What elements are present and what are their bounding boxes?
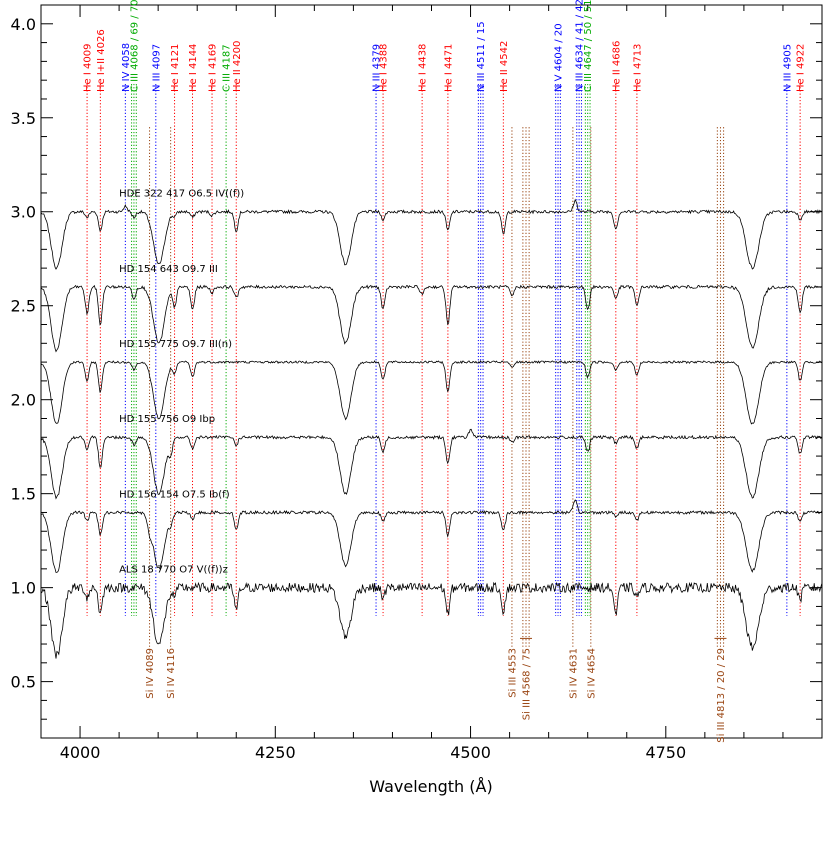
y-tick-label: 1.0 bbox=[11, 579, 36, 598]
star-labels: HDE 322 417 O6.5 IV((f)) HD 154 643 O9.7 … bbox=[119, 189, 244, 576]
y-tick-label: 3.0 bbox=[11, 203, 36, 222]
bottom-line-label: Si IV 4116 bbox=[166, 648, 177, 699]
line-markers bbox=[86, 83, 801, 648]
y-tick-label: 0.5 bbox=[11, 673, 36, 692]
top-line-label: He I 4438 bbox=[418, 44, 429, 92]
y-tick-label: 4.0 bbox=[11, 15, 36, 34]
top-line-label: N III 4511 / 15 bbox=[476, 21, 487, 92]
series-label: HD 155 756 O9 Ibp bbox=[119, 414, 215, 425]
bottom-line-labels: Si IV 4089 Si IV 4116 Si III 4553 Si III 45… bbox=[145, 637, 727, 743]
top-line-label: He I 4922 bbox=[796, 44, 807, 92]
top-line-label: He II 4200 bbox=[232, 41, 243, 92]
top-line-label: He I 4121 bbox=[170, 44, 181, 92]
top-line-label: N III 4634 / 41 / 42 bbox=[575, 0, 586, 92]
x-tick-label: 4500 bbox=[450, 743, 491, 762]
bottom-line-label: Si IV 4631 bbox=[568, 648, 579, 699]
top-line-label: C III 4068 / 69 / 70 bbox=[129, 0, 140, 92]
series-label: HD 155 775 O9.7 III(n) bbox=[119, 339, 232, 350]
top-line-label: He I 4144 bbox=[188, 44, 199, 92]
top-line-label: N III 4905 bbox=[782, 44, 793, 92]
spectrum-line bbox=[40, 284, 822, 353]
top-line-label: N III 4379 bbox=[372, 44, 383, 92]
bottom-line-label: Si III 4553 bbox=[507, 648, 518, 698]
top-line-label: He I 4169 bbox=[208, 44, 219, 92]
y-tick-label: 2.5 bbox=[11, 297, 36, 316]
spectra bbox=[40, 198, 823, 659]
x-axis: 4000 4250 4500 4750 bbox=[40, 5, 823, 762]
bottom-line-label: Si III 4813 / 20 / 29 bbox=[716, 648, 727, 743]
top-line-label: He II 4686 bbox=[611, 41, 622, 92]
series-label: ALS 18 770 O7 V((f))z bbox=[119, 565, 228, 576]
spectrum-line bbox=[40, 428, 823, 500]
bottom-line-label: Si IV 4654 bbox=[586, 648, 597, 699]
y-axis: 0.5 1.0 1.5 2.0 2.5 3.0 3.5 4.0 bbox=[11, 15, 822, 720]
top-line-label: He I 4471 bbox=[443, 44, 454, 92]
y-tick-label: 2.0 bbox=[11, 391, 36, 410]
x-tick-label: 4250 bbox=[255, 743, 296, 762]
series-label: HDE 322 417 O6.5 IV((f)) bbox=[119, 189, 244, 200]
y-tick-label: 1.5 bbox=[11, 485, 36, 504]
top-line-label: He I 4009 bbox=[83, 44, 94, 92]
y-tick-label: 3.5 bbox=[11, 109, 36, 128]
top-line-label: He I 4388 bbox=[379, 44, 390, 92]
top-line-label: N IV 4058 bbox=[121, 43, 132, 92]
series-label: HD 156 154 O7.5 Ib(f) bbox=[119, 489, 230, 500]
top-line-label: C III 4187 bbox=[222, 44, 233, 92]
bottom-line-label: Si III 4568 / 75 bbox=[522, 648, 533, 720]
spectrum-line bbox=[40, 360, 822, 425]
spectrum-line bbox=[40, 198, 822, 270]
top-line-label: N III 4097 bbox=[151, 44, 162, 92]
plot-frame bbox=[40, 4, 823, 739]
top-line-label: He II 4542 bbox=[499, 41, 510, 92]
spectrum-line bbox=[40, 581, 823, 659]
top-line-label: He I+II 4026 bbox=[96, 29, 107, 92]
series-label: HD 154 643 O9.7 III bbox=[119, 264, 218, 275]
top-line-label: N V 4604 / 20 bbox=[554, 23, 565, 92]
x-axis-title: Wavelength (Å) bbox=[369, 777, 492, 796]
x-tick-label: 4750 bbox=[645, 743, 686, 762]
spectrum-line bbox=[40, 499, 823, 573]
x-tick-label: 4000 bbox=[60, 743, 101, 762]
top-line-label: He I 4713 bbox=[632, 44, 643, 92]
bottom-line-label: Si IV 4089 bbox=[145, 648, 156, 699]
top-line-label: C III 4647 / 50 / 51 bbox=[583, 0, 594, 92]
